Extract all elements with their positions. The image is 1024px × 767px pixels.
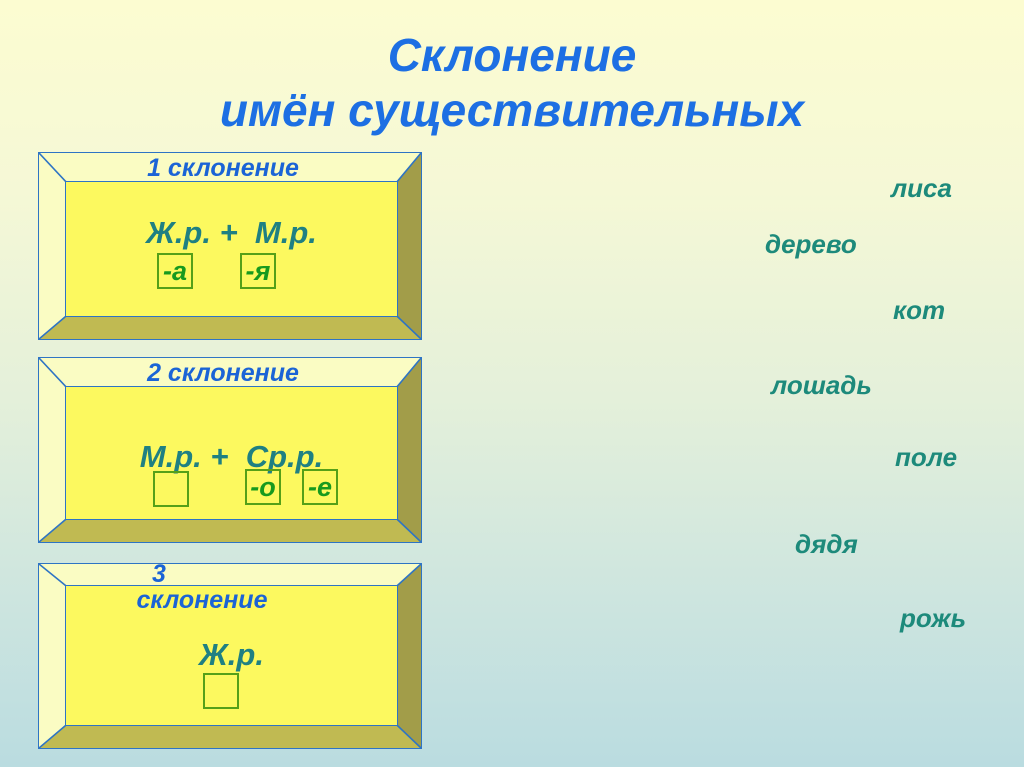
- ending-label: -а: [162, 255, 187, 286]
- declension-2-header: 2 склонение: [147, 359, 299, 387]
- declension-3-box: 3 склонение Ж.р.: [38, 560, 422, 749]
- declension-3-formula: Ж.р.: [199, 637, 264, 672]
- title-line-2: имён существительных: [219, 84, 805, 136]
- word-dyadya[interactable]: дядя: [795, 529, 858, 559]
- word-loshad[interactable]: лошадь: [771, 370, 872, 400]
- ending-box-o[interactable]: -о: [245, 469, 281, 505]
- ending-label: -о: [250, 471, 276, 502]
- frame-inner: [65, 585, 398, 726]
- declension-3-header-number: 3: [152, 560, 166, 588]
- word-kot[interactable]: кот: [893, 295, 946, 325]
- declension-2-formula: М.р. + Ср.р.: [139, 439, 324, 474]
- declension-1-formula: Ж.р. + М.р.: [146, 215, 317, 250]
- page-title: Склонение имён существительных: [0, 28, 1024, 138]
- title-line-1: Склонение: [387, 29, 637, 81]
- declension-3-header-word: склонение: [136, 586, 268, 614]
- frame-bevel: [39, 358, 421, 542]
- word-rozh[interactable]: рожь: [900, 603, 967, 633]
- word-lisa[interactable]: лиса: [891, 173, 952, 203]
- frame-bevel: [39, 564, 421, 748]
- declension-2-box: 2 склонение М.р. + Ср.р. -о -е: [38, 357, 422, 543]
- ending-box-e[interactable]: -е: [302, 469, 338, 505]
- ending-box-ya[interactable]: -я: [240, 253, 276, 289]
- declension-1-box: 1 склонение Ж.р. + М.р. -а -я: [38, 152, 422, 340]
- ending-box-empty[interactable]: [203, 673, 239, 709]
- ending-box-empty[interactable]: [153, 471, 189, 507]
- frame-bevel: [39, 153, 421, 339]
- ending-label: -я: [245, 255, 271, 286]
- frame-inner: [65, 181, 398, 317]
- word-derevo[interactable]: дерево: [765, 229, 857, 259]
- ending-box-a[interactable]: -а: [157, 253, 193, 289]
- ending-label: -е: [307, 471, 332, 502]
- declension-1-header: 1 склонение: [147, 154, 299, 182]
- frame-inner: [65, 386, 398, 520]
- word-pole[interactable]: поле: [895, 442, 958, 472]
